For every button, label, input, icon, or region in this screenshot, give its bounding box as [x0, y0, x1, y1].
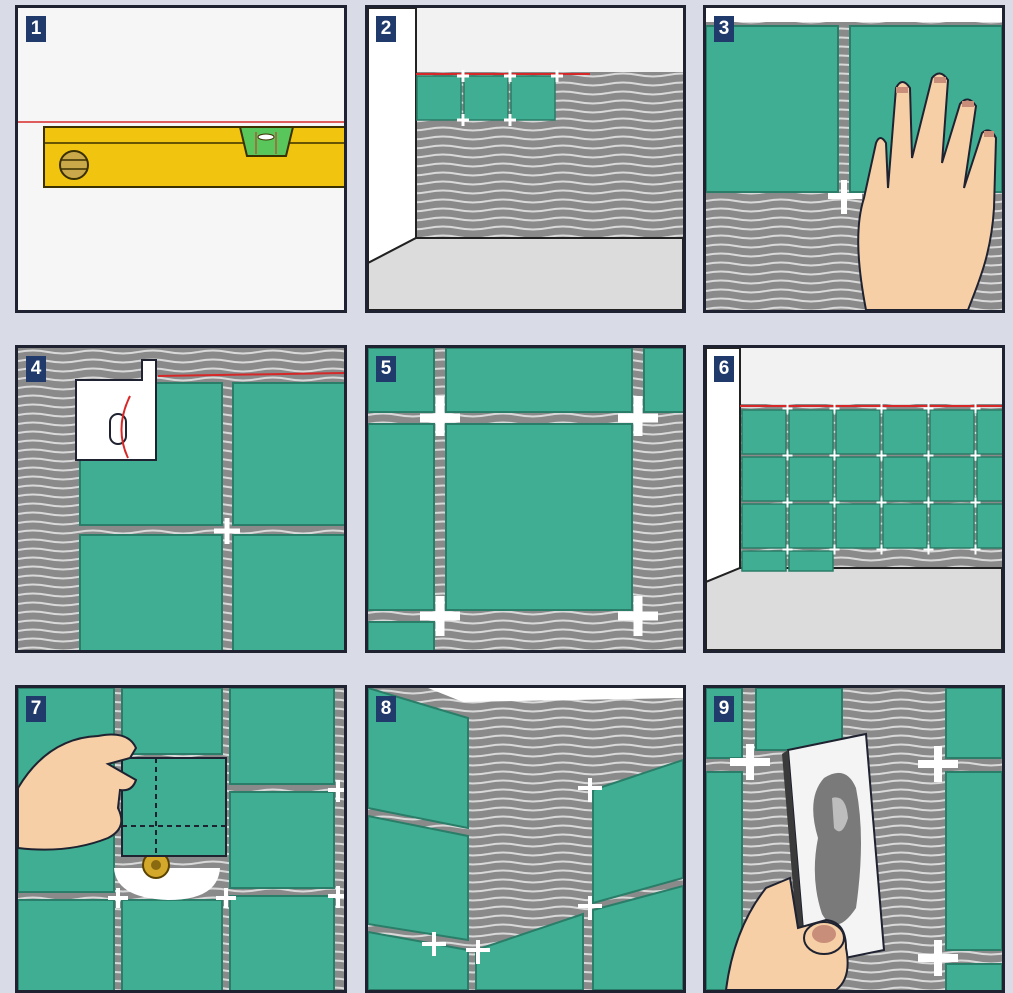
tile: [741, 550, 787, 572]
first-tile-row-illustration: [368, 8, 683, 310]
spacers: [782, 403, 981, 555]
tile: [835, 456, 881, 502]
step-5-panel: 5: [365, 345, 686, 653]
step-3-panel: 3: [703, 5, 1005, 313]
spacer: [923, 450, 934, 461]
spacer: [876, 544, 887, 555]
spacer: [829, 544, 840, 555]
step-4-panel: 4: [15, 345, 347, 653]
spacer: [923, 497, 934, 508]
tiled-wall-illustration: [706, 348, 1002, 650]
tile: [929, 456, 975, 502]
spacer: [876, 450, 887, 461]
step-7-panel: 7: [15, 685, 347, 993]
step-6-panel: 6: [703, 345, 1005, 653]
tile: [976, 409, 1002, 455]
grout-float-icon: [782, 732, 886, 970]
step-number-badge: 6: [714, 356, 734, 382]
spacer: [923, 403, 934, 414]
tile: [788, 409, 834, 455]
spacers: [457, 70, 563, 126]
tile: [976, 456, 1002, 502]
tile: [835, 409, 881, 455]
spacer: [782, 544, 793, 555]
tile: [741, 503, 787, 549]
step-number-badge: 8: [376, 696, 396, 722]
spacer: [876, 497, 887, 508]
hand-icon: [857, 72, 998, 310]
hand-icon: [18, 733, 138, 851]
grouting-illustration: [706, 688, 1002, 990]
spacer: [782, 403, 793, 414]
tiles: [741, 409, 1002, 572]
spacer: [923, 544, 934, 555]
step-2-panel: 2: [365, 5, 686, 313]
spacer: [970, 544, 981, 555]
corner-tiling-illustration: [368, 688, 683, 990]
tile: [788, 503, 834, 549]
tile: [976, 503, 1002, 549]
spacer-placement-illustration: [368, 348, 683, 650]
spacer: [829, 450, 840, 461]
step-number-badge: 3: [714, 16, 734, 42]
tile: [882, 456, 928, 502]
tile: [788, 456, 834, 502]
step-9-panel: 9: [703, 685, 1005, 993]
tile-with-level-guide-illustration: [18, 348, 344, 650]
spacer: [829, 497, 840, 508]
tile: [882, 503, 928, 549]
guide-block-icon: [75, 359, 157, 461]
spacer: [876, 403, 887, 414]
spacer: [829, 403, 840, 414]
step-number-badge: 5: [376, 356, 396, 382]
cut-tile-illustration: [18, 688, 344, 990]
press-tile-illustration: [706, 8, 1002, 310]
spacer: [970, 450, 981, 461]
tile: [929, 503, 975, 549]
tile: [929, 409, 975, 455]
spirit-level-illustration: [18, 8, 344, 310]
spacers: [420, 396, 658, 636]
tile: [835, 503, 881, 549]
step-number-badge: 4: [26, 356, 46, 382]
spacer: [970, 403, 981, 414]
tiles: [416, 75, 556, 121]
step-number-badge: 9: [714, 696, 734, 722]
tile: [788, 550, 834, 572]
hand-icon: [724, 876, 849, 990]
spirit-level-icon: [43, 126, 344, 188]
step-number-badge: 7: [26, 696, 46, 722]
step-1-panel: 1: [15, 5, 347, 313]
tile: [741, 409, 787, 455]
spacer: [782, 497, 793, 508]
tile: [882, 409, 928, 455]
tile: [741, 456, 787, 502]
spacer: [782, 450, 793, 461]
spacer: [828, 180, 862, 214]
cut-tile: [121, 757, 227, 857]
step-8-panel: 8: [365, 685, 686, 993]
step-number-badge: 2: [376, 16, 396, 42]
step-number-badge: 1: [26, 16, 46, 42]
spacer: [970, 497, 981, 508]
